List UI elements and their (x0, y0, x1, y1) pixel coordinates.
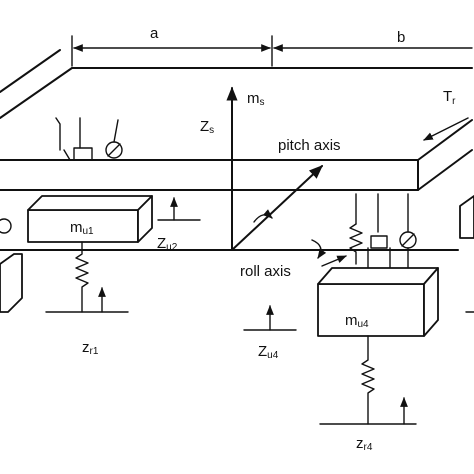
zr1-label-sub: r1 (90, 346, 99, 357)
zu2-label: Zu2 (157, 235, 178, 253)
zu2-label-sub: u2 (166, 242, 178, 253)
mu1-label: mu1 (70, 219, 94, 237)
dimension-a-b: a b (71, 25, 473, 67)
sprung-mass-body (0, 49, 473, 191)
zr1-label: zr1 (82, 339, 99, 357)
tr-label: Tr (443, 88, 456, 107)
ms-label: ms (247, 90, 265, 108)
zs-label-sub: s (209, 125, 214, 136)
pitch-axis-label: pitch axis (278, 137, 341, 154)
ms-label-sub: s (260, 97, 265, 108)
zr1-label-main: z (82, 339, 90, 356)
mu1-label-sub: u1 (83, 226, 95, 237)
front-right-partial (459, 195, 474, 313)
mu4-label-main: m (345, 312, 358, 329)
mu4-label: mu4 (345, 312, 369, 330)
zr4-label-sub: r4 (364, 442, 373, 453)
roll-axis-label: roll axis (240, 263, 291, 280)
zu4-label-main: Z (258, 343, 267, 360)
mu1-label-main: m (70, 219, 83, 236)
heave-axis-zs: ms Zs (200, 86, 265, 251)
zu4-label-sub: u4 (267, 350, 279, 361)
zs-label-main: Z (200, 118, 209, 135)
ms-label-main: m (247, 90, 260, 107)
zr4-label-main: z (356, 435, 364, 452)
zu4-label: Zu4 (258, 343, 279, 361)
zu2-label-main: Z (157, 235, 166, 252)
dimension-b-label: b (397, 29, 405, 46)
zu4-marker: Zu4 (243, 305, 297, 361)
roll-axis: roll axis (0, 239, 459, 280)
zs-label: Zs (200, 118, 214, 136)
front-left-suspension: mu1 zr1 (27, 117, 153, 357)
tr-label-sub: r (452, 96, 456, 107)
pitch-axis: pitch axis (231, 137, 341, 251)
rear-right-suspension: mu4 zr4 (317, 193, 439, 453)
zr4-label: zr4 (356, 435, 373, 453)
dimension-a-label: a (150, 25, 159, 42)
rear-left-partial (0, 218, 23, 313)
zu2-marker: Zu2 (157, 197, 201, 253)
track-width-tr: Tr (423, 88, 469, 141)
mu4-label-sub: u4 (358, 319, 370, 330)
tr-label-main: T (443, 88, 452, 105)
